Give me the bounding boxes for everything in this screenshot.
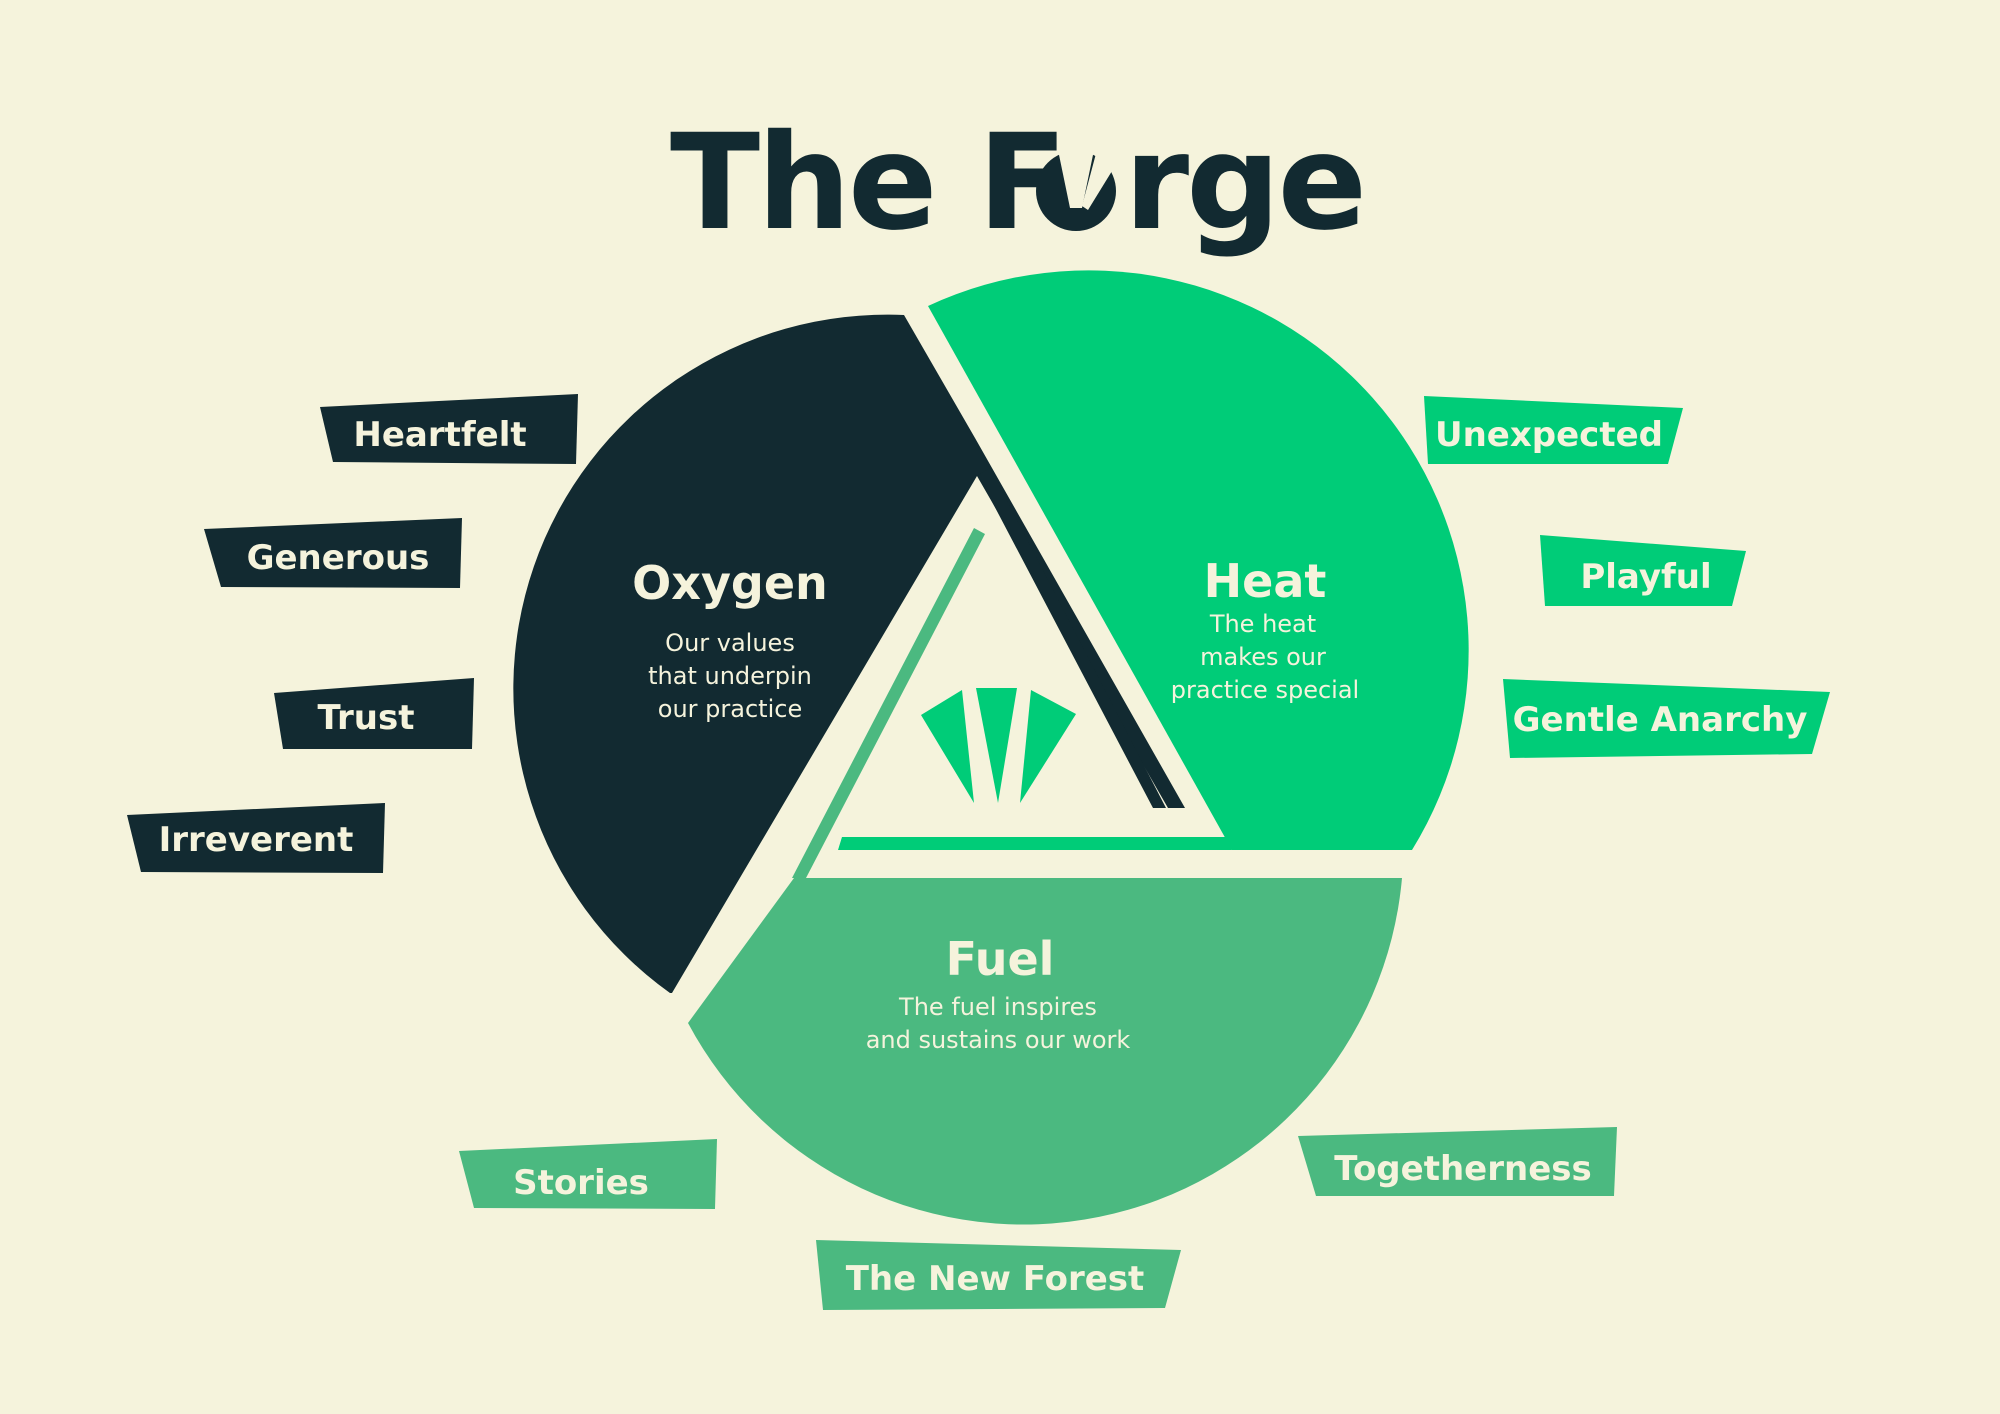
oxygen-segment (513, 314, 1185, 993)
fuel-line-1: The fuel inspires (898, 993, 1097, 1021)
triangle-left-edge (792, 528, 985, 878)
tag-stories: Stories (459, 1139, 717, 1209)
triangle-right-edge (978, 468, 1166, 808)
inner-triangle (792, 468, 1232, 878)
tag-togetherness-label: Togetherness (1334, 1149, 1591, 1189)
tag-unexpected-label: Unexpected (1435, 415, 1663, 455)
heat-title: Heat (1204, 554, 1327, 608)
fuel-line-2: and sustains our work (866, 1026, 1131, 1054)
tag-irreverent: Irreverent (127, 803, 385, 873)
tag-generous-label: Generous (247, 538, 430, 578)
tag-playful-label: Playful (1580, 557, 1711, 597)
tag-gentle-anarchy-label: Gentle Anarchy (1513, 700, 1808, 740)
tag-gentle-anarchy: Gentle Anarchy (1503, 679, 1830, 758)
tag-stories-label: Stories (513, 1163, 649, 1203)
tag-heartfelt: Heartfelt (320, 394, 578, 464)
tag-generous: Generous (204, 518, 462, 588)
tag-the-new-forest: The New Forest (816, 1240, 1181, 1310)
triangle-bottom-edge (838, 837, 1232, 850)
flame-burst-icon (921, 688, 1076, 803)
tag-playful: Playful (1540, 535, 1746, 606)
title-group: The F rge (670, 106, 1367, 260)
tag-unexpected: Unexpected (1424, 396, 1683, 464)
heat-line-3: practice special (1171, 676, 1359, 704)
fuel-title: Fuel (946, 932, 1055, 986)
heat-text: Heat The heat makes our practice special (1171, 554, 1359, 704)
heat-line-2: makes our (1200, 643, 1326, 671)
title-part-1: The F (670, 106, 1065, 260)
tag-trust: Trust (274, 678, 474, 749)
flame-o-icon (1036, 140, 1120, 231)
tag-the-new-forest-label: The New Forest (846, 1259, 1145, 1299)
fuel-text: Fuel The fuel inspires and sustains our … (866, 932, 1131, 1054)
oxygen-text: Oxygen Our values that underpin our prac… (632, 556, 828, 723)
tag-trust-label: Trust (318, 698, 415, 738)
tag-heartfelt-label: Heartfelt (353, 415, 526, 455)
title-part-2: rge (1124, 106, 1364, 260)
oxygen-line-3: our practice (658, 695, 802, 723)
fuel-segment (688, 878, 1402, 1225)
heat-line-1: The heat (1209, 610, 1316, 638)
oxygen-line-2: that underpin (648, 662, 812, 690)
tag-irreverent-label: Irreverent (159, 820, 354, 860)
tag-togetherness: Togetherness (1298, 1127, 1617, 1196)
heat-segment (928, 270, 1469, 850)
oxygen-title: Oxygen (632, 556, 828, 610)
oxygen-line-1: Our values (665, 629, 795, 657)
